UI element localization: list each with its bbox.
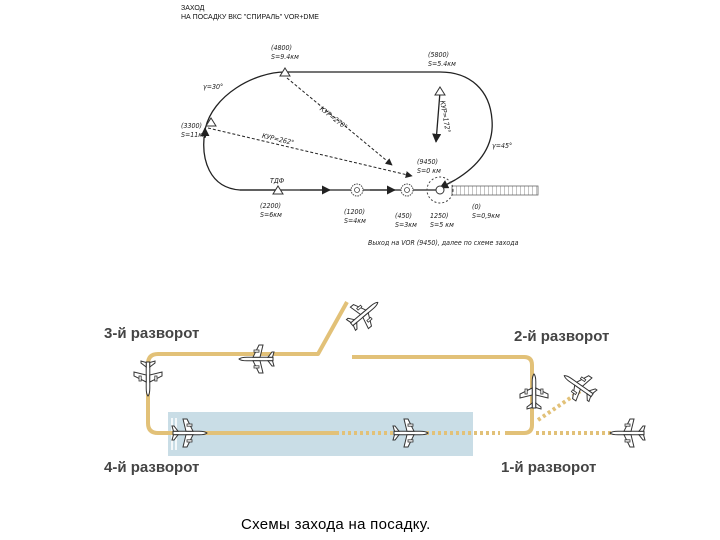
turn-2-label: 2-й разворот: [514, 328, 610, 345]
airplane-icon: [341, 291, 388, 337]
wp-bottomleft-dist: S=6км: [260, 211, 282, 219]
wp-end-alt: (0): [472, 203, 481, 211]
header-line-1: ЗАХОД: [181, 5, 205, 12]
top-runway: [451, 185, 539, 196]
figure-caption: Схемы захода на посадку.: [241, 516, 431, 533]
beacon-450-icon: [400, 183, 414, 197]
descent-arrow-right: [432, 91, 442, 143]
top-note: Выход на VOR (9450), далее по схеме захо…: [368, 239, 519, 247]
wp-1200-alt: (1200): [344, 208, 365, 216]
turn-1-label: 1-й разворот: [501, 459, 597, 476]
wp-1200-dist: S=4км: [344, 217, 366, 225]
waypoint-right: [434, 86, 446, 96]
course-line-270: [286, 77, 393, 166]
turn-4-label: 4-й разворот: [104, 459, 200, 476]
beacon-1200-icon: [350, 183, 364, 197]
wp-top-dist: S=9.4км: [271, 53, 299, 61]
wp-top-alt: (4800): [271, 44, 292, 52]
airplane-icon: [133, 360, 163, 397]
wp-right-alt: (5800): [428, 51, 449, 59]
wp-right-dist: S=5.4км: [428, 60, 456, 68]
wp-450-alt: (450): [395, 212, 412, 220]
waypoint-top: [279, 67, 291, 77]
header-line-2: НА ПОСАДКУ ВКС "СПИРАЛЬ" VOR+DME: [181, 14, 319, 21]
airplane-icon: [238, 344, 275, 374]
airplane-icon: [519, 373, 549, 410]
gamma-right: γ=45°: [492, 142, 513, 150]
vor-circle: [426, 176, 454, 204]
wp-450-dist: S=3км: [395, 221, 417, 229]
wp-left-alt: (3300): [181, 122, 202, 130]
wp-tdf: ТДФ: [270, 177, 285, 185]
airplane-icon: [609, 418, 646, 448]
wp-1250-dist: S=5 км: [430, 221, 454, 229]
turn-3-label: 3-й разворот: [104, 325, 200, 342]
wp-end-dist: S=0,9км: [472, 212, 500, 220]
wp-bottomleft-alt: (2200): [260, 202, 281, 210]
wp-9450-alt: (9450): [417, 158, 438, 166]
waypoint-tdf: [272, 185, 284, 195]
gamma-left: γ=30°: [203, 83, 224, 91]
wp-1250-alt: 1250): [430, 212, 449, 220]
wp-9450-dist: S=0 км: [417, 167, 441, 175]
waypoint-left: [205, 117, 217, 127]
wp-left-dist: S=11км: [181, 131, 207, 139]
